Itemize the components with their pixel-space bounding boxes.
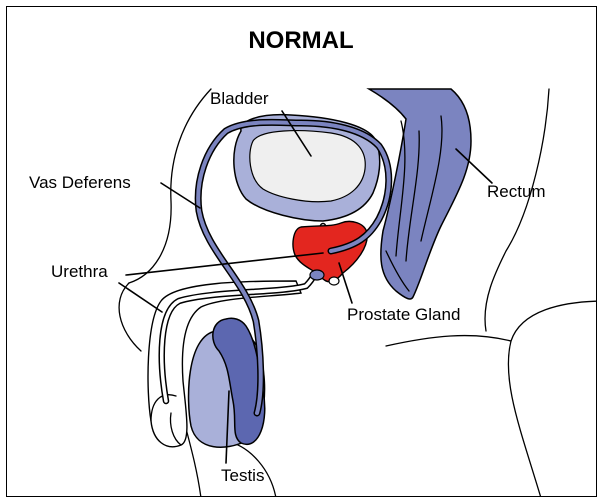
diagram-title: NORMAL bbox=[248, 27, 353, 54]
label-vas-deferens: Vas Deferens bbox=[29, 173, 131, 192]
label-testis: Testis bbox=[221, 466, 264, 485]
label-urethra: Urethra bbox=[51, 262, 108, 281]
label-rectum: Rectum bbox=[487, 182, 546, 201]
label-prostate-gland: Prostate Gland bbox=[347, 305, 460, 324]
testis bbox=[189, 318, 265, 447]
leader-urethra-2 bbox=[119, 283, 162, 312]
diagram-frame: NORMAL Bladder Vas Deferens Rectum Ureth… bbox=[6, 6, 597, 497]
label-bladder: Bladder bbox=[210, 89, 269, 108]
leader-vas-deferens bbox=[161, 183, 200, 208]
anatomy-diagram: NORMAL Bladder Vas Deferens Rectum Ureth… bbox=[7, 7, 597, 497]
